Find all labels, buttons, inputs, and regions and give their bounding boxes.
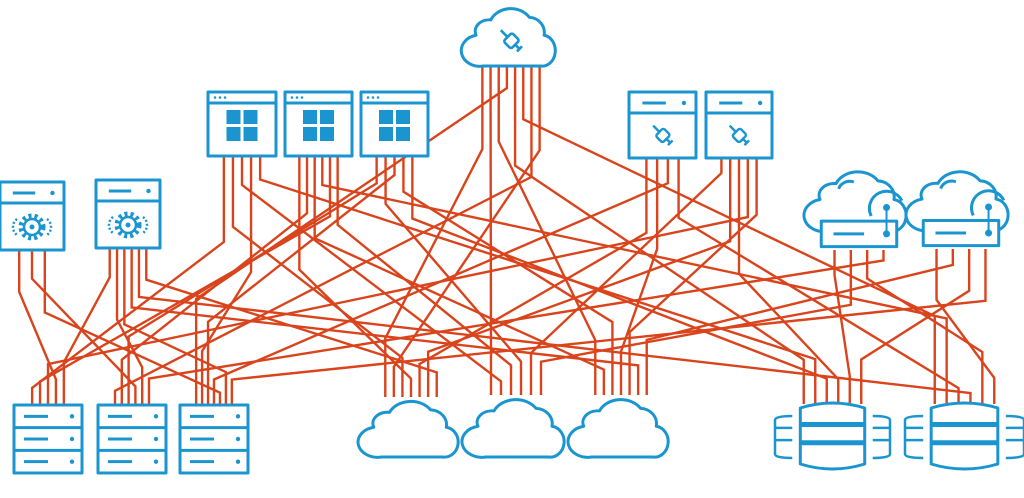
connection-app-3-to-cloud-3: [402, 156, 614, 395]
connection-cloud-server-1-to-rack-2: [147, 250, 885, 407]
window-grid-icon: [283, 90, 354, 158]
connection-plug-server-1-to-cloud-3: [619, 158, 659, 395]
connection-cloud-plug-to-rack-2: [113, 66, 533, 407]
connection-app-3-to-rack-2: [127, 156, 378, 407]
connection-cloud-server-2-to-database-1: [860, 249, 971, 404]
server-rack-icon: [178, 403, 250, 475]
connection-app-1-to-rack-1: [30, 156, 226, 407]
connection-cloud-plug-to-cloud-1: [392, 66, 541, 397]
connection-plug-server-2-to-rack-1: [46, 158, 749, 407]
connection-app-1-to-cloud-1: [231, 156, 404, 397]
cloud-server-icon: [802, 170, 908, 249]
connection-app-3-to-database-1: [411, 156, 828, 404]
cloud-icon: [566, 398, 670, 459]
plug-icon: [499, 29, 523, 53]
database-icon: [773, 401, 892, 471]
cloud-icon: [356, 399, 460, 459]
connection-plug-server-2-to-database-1: [737, 158, 840, 404]
connection-cloud-plug-to-database-1: [513, 66, 805, 404]
cloud-server-icon: [904, 170, 1010, 248]
gear-icon: [107, 211, 149, 239]
connection-cloud-server-2-to-database-2: [935, 249, 996, 404]
connection-plug-server-2-to-cloud-2: [529, 158, 723, 395]
connection-app-2-to-rack-1: [38, 156, 332, 407]
server-gear-icon: [0, 180, 66, 252]
connection-app-2-to-database-2: [321, 156, 948, 404]
server-gear-icon: [94, 178, 162, 250]
plug-icon: [652, 124, 674, 146]
connection-plug-server-1-to-cloud-1: [418, 158, 648, 397]
connection-app-2-to-cloud-2: [336, 156, 513, 395]
connection-app-1-to-cloud-2: [240, 156, 503, 395]
connection-app-3-to-cloud-2: [384, 156, 523, 395]
server-rack-icon: [96, 403, 168, 475]
connection-gear-server-2-to-database-2: [137, 248, 972, 404]
connection-cloud-server-1-to-cloud-2: [539, 250, 853, 395]
connection-app-2-to-rack-2: [120, 156, 309, 407]
connection-plug-server-2-to-cloud-1: [426, 158, 732, 397]
server-plug-icon: [704, 90, 774, 160]
connection-gear-server-1-to-rack-1: [18, 250, 58, 407]
server-plug-icon: [627, 90, 698, 160]
window-grid-icon: [359, 90, 430, 158]
connection-plug-server-1-to-database-2: [677, 158, 960, 404]
connections: [18, 66, 996, 407]
gear-icon: [11, 213, 53, 241]
cloud-plug-icon: [459, 7, 557, 68]
connection-cloud-plug-to-rack-3: [194, 66, 509, 407]
connection-cloud-server-2-to-rack-3: [230, 249, 987, 407]
connection-cloud-server-2-to-cloud-3: [645, 249, 955, 395]
connection-cloud-plug-to-cloud-3: [497, 66, 597, 395]
connection-gear-server-2-to-rack-2: [115, 248, 144, 407]
connection-app-1-to-rack-3: [200, 156, 253, 407]
connection-app-2-to-cloud-1: [298, 156, 413, 397]
connection-cloud-plug-to-cloud-1: [384, 66, 484, 397]
plug-icon: [728, 124, 750, 146]
connection-app-2-to-cloud-3: [313, 156, 606, 395]
connection-cloud-server-1-to-database-1: [833, 250, 851, 404]
cloud-icon: [460, 398, 566, 459]
connection-gear-server-2-to-cloud-3: [130, 248, 640, 395]
connection-app-1-to-database-1: [258, 156, 817, 404]
connection-gear-server-2-to-rack-3: [123, 248, 228, 407]
nodes: [0, 7, 1024, 475]
window-grid-icon: [206, 90, 278, 158]
connection-gear-server-1-to-rack-2: [30, 250, 137, 407]
database-icon: [903, 401, 1024, 471]
connection-gear-server-2-to-rack-1: [62, 248, 111, 407]
server-rack-icon: [12, 403, 84, 475]
connection-gear-server-2-to-cloud-1: [145, 248, 438, 397]
connection-cloud-server-1-to-database-2: [865, 250, 984, 404]
connection-gear-server-1-to-rack-3: [43, 250, 222, 407]
